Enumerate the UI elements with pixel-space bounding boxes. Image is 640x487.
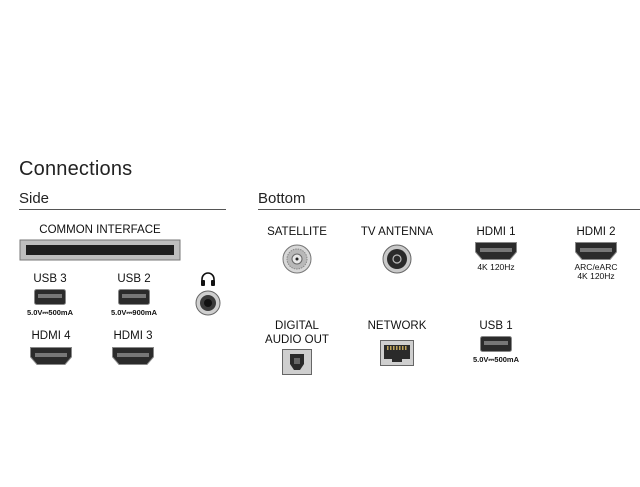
network-port-icon <box>380 340 414 366</box>
tv-antenna-connector-icon <box>382 244 412 274</box>
hdmi3-port-icon <box>112 347 154 365</box>
satellite-label: SATELLITE <box>267 226 327 238</box>
usb3-port-icon <box>34 289 66 305</box>
hdmi2-port-icon <box>575 242 617 260</box>
bottom-divider <box>258 209 640 210</box>
usb1-label: USB 1 <box>479 320 513 332</box>
side-heading: Side <box>19 190 50 207</box>
hdmi1-label: HDMI 1 <box>476 226 516 238</box>
common-interface-slot-icon <box>19 239 181 261</box>
network-label: NETWORK <box>367 320 427 332</box>
hdmi2-spec-refresh: 4K 120Hz <box>577 271 615 281</box>
usb3-spec: 5.0V⎓500mA <box>26 308 73 317</box>
usb2-spec: 5.0V⎓900mA <box>110 308 157 317</box>
hdmi4-label: HDMI 4 <box>31 330 71 342</box>
side-divider <box>19 209 226 210</box>
hdmi4-port-icon <box>30 347 72 365</box>
tv-antenna-label: TV ANTENNA <box>360 226 434 238</box>
hdmi1-port-icon <box>475 242 517 260</box>
page-title: Connections <box>19 158 133 180</box>
optical-port-icon <box>282 349 312 375</box>
usb2-label: USB 2 <box>117 273 151 285</box>
headphone-icon <box>201 272 215 286</box>
hdmi2-spec-arc: ARC/eARC <box>574 262 618 272</box>
digital-label: DIGITAL <box>275 320 319 332</box>
common-interface-label: COMMON INTERFACE <box>39 224 161 236</box>
satellite-connector-icon <box>282 244 312 274</box>
usb2-port-icon <box>118 289 150 305</box>
hdmi1-spec: 4K 120Hz <box>477 262 515 272</box>
headphone-jack-icon <box>195 290 221 316</box>
hdmi3-label: HDMI 3 <box>113 330 153 342</box>
hdmi2-label: HDMI 2 <box>576 226 616 238</box>
usb1-port-icon <box>480 336 512 352</box>
audio-out-label: AUDIO OUT <box>265 334 329 346</box>
usb3-label: USB 3 <box>33 273 67 285</box>
usb1-spec: 5.0V⎓500mA <box>472 355 519 364</box>
bottom-heading: Bottom <box>258 190 306 207</box>
